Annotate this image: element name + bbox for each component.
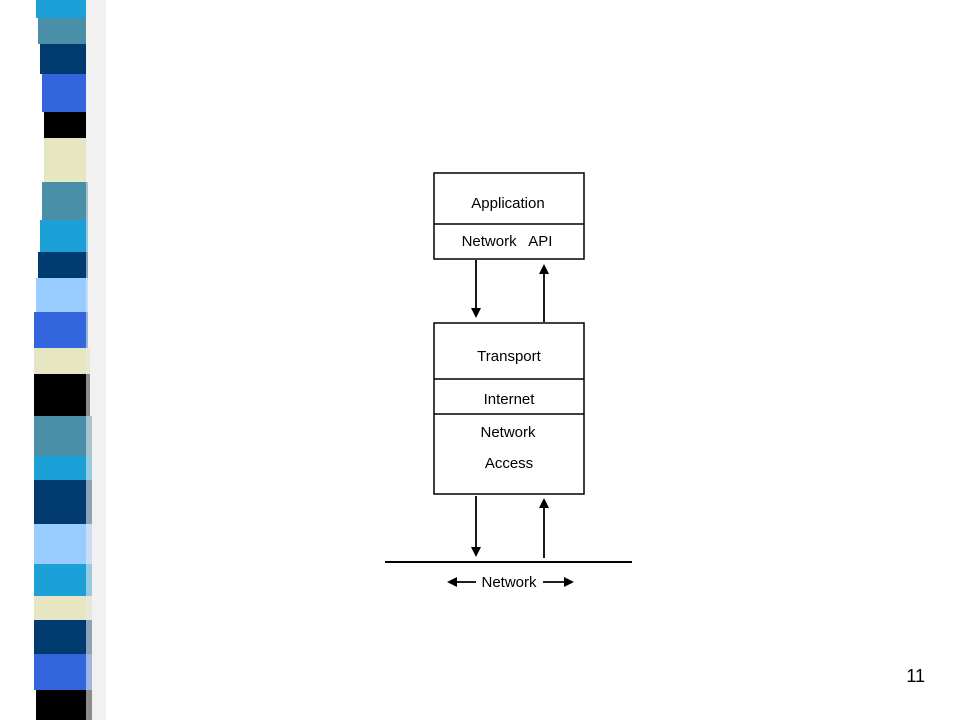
sidebar-block-7 [42, 182, 88, 220]
sidebar-block-20 [34, 620, 92, 654]
network-access-label-line1: Network [480, 424, 536, 441]
sidebar-block-5 [44, 112, 86, 138]
sidebar-block-1 [36, 0, 86, 18]
sidebar-shadow [86, 0, 106, 720]
network-api-label: Network API [462, 233, 553, 250]
sidebar-block-16 [34, 480, 92, 524]
sidebar-block-22 [36, 690, 92, 720]
application-box: Application Network API [433, 172, 585, 260]
sidebar-block-2 [38, 18, 86, 44]
sidebar-block-6 [44, 138, 86, 182]
decorative-sidebar [34, 0, 106, 720]
sidebar-block-13 [34, 374, 90, 416]
sidebar-block-21 [34, 654, 92, 690]
sidebar-block-18 [34, 564, 92, 596]
application-box-outline [433, 172, 585, 260]
network-label: Network [481, 574, 537, 591]
transport-label: Transport [477, 348, 541, 365]
sidebar-block-3 [40, 44, 86, 74]
protocol-stack-box: Transport Internet Network Access [433, 322, 585, 495]
internet-label: Internet [484, 391, 536, 408]
application-label: Application [471, 195, 544, 212]
sidebar-block-10 [36, 278, 88, 312]
sidebar-block-12 [34, 348, 90, 374]
network-access-label-line2: Access [485, 455, 533, 472]
sidebar-block-17 [34, 524, 92, 564]
sidebar-block-4 [42, 74, 86, 112]
page-number: 11 [906, 666, 925, 686]
sidebar-block-14 [34, 416, 92, 456]
protocol-stack-outline [433, 322, 585, 495]
sidebar-block-8 [40, 220, 88, 252]
sidebar-block-9 [38, 252, 88, 278]
sidebar-block-15 [34, 456, 92, 480]
sidebar-block-19 [34, 596, 92, 620]
sidebar-block-11 [34, 312, 88, 348]
